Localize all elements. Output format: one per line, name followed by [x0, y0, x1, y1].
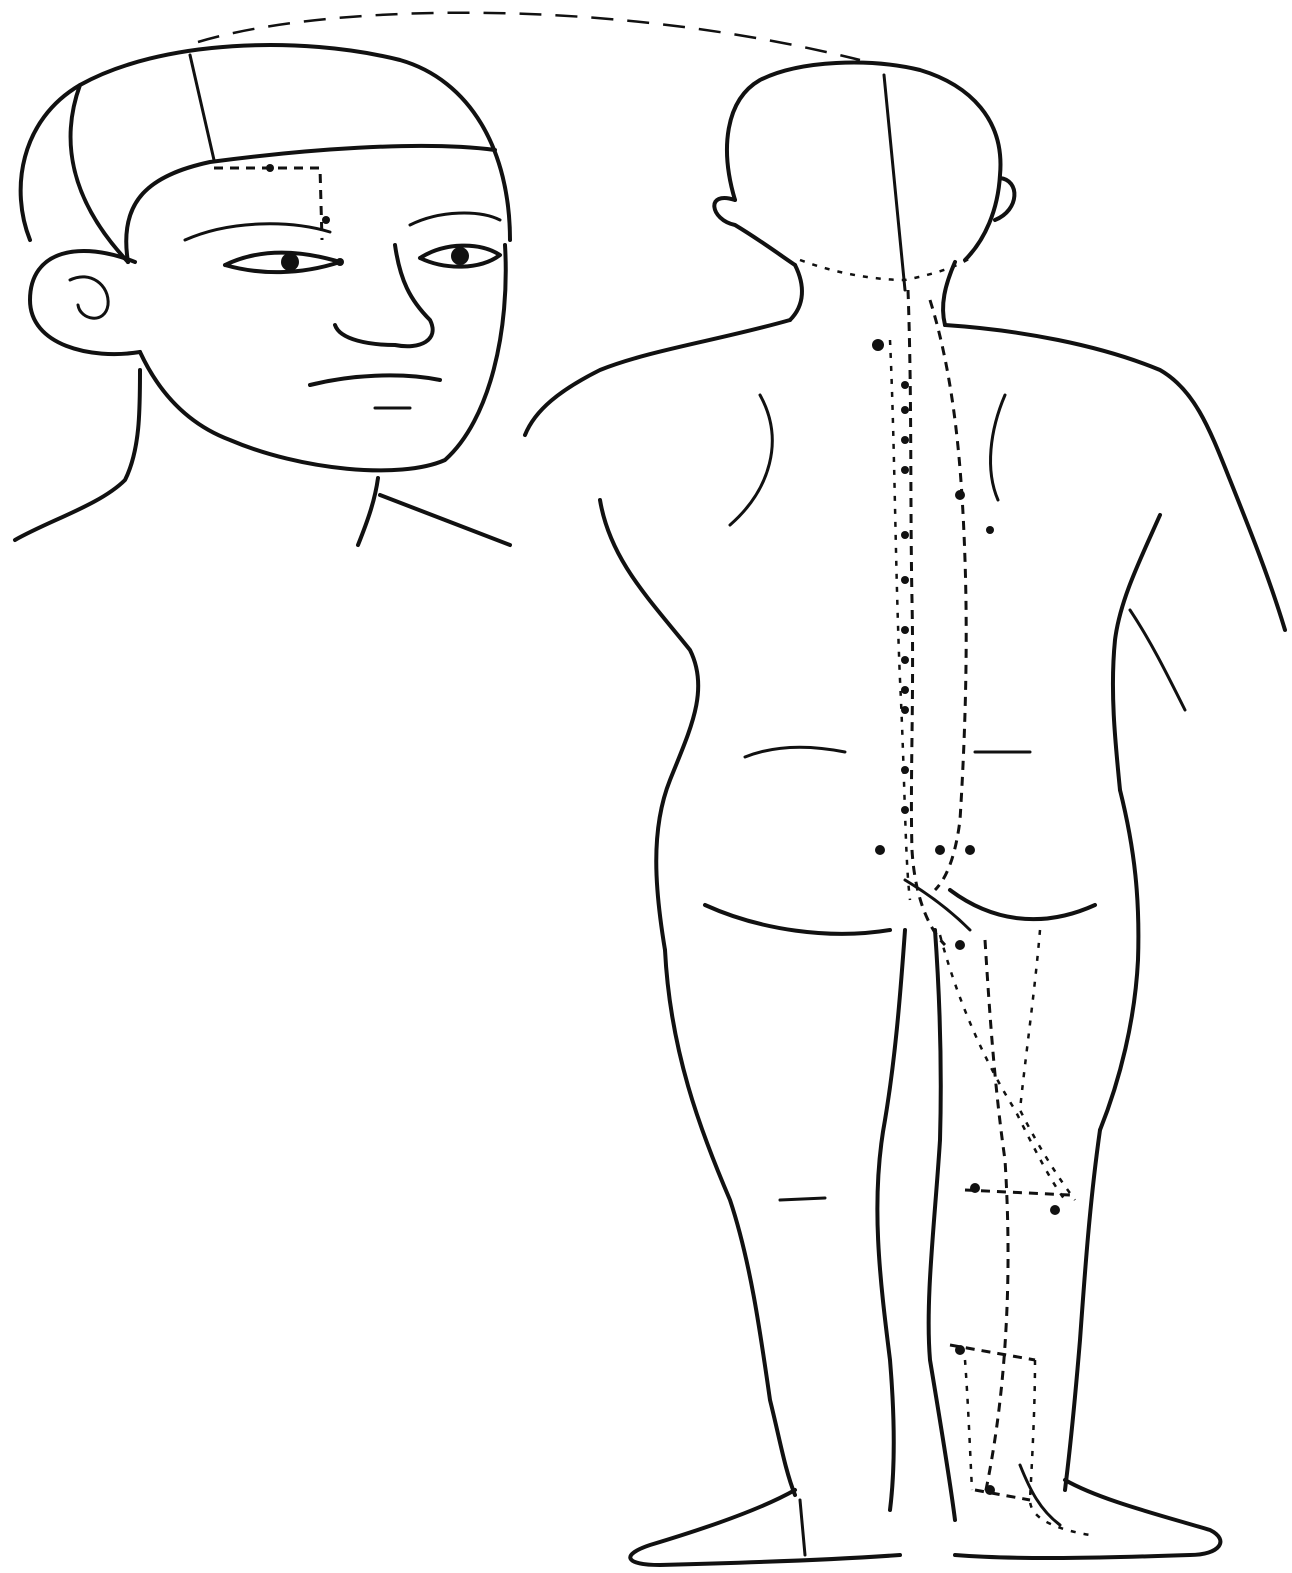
left-torso	[600, 500, 698, 950]
meridian-leg-2	[1020, 930, 1075, 1200]
nose	[335, 245, 433, 346]
left-leg	[665, 950, 795, 1495]
left-foot	[630, 1490, 900, 1565]
meridian-calf	[1030, 1360, 1090, 1535]
right-foot	[955, 1480, 1220, 1558]
hair-outline	[21, 45, 510, 240]
back-head	[727, 63, 1000, 260]
meridian-spine	[890, 340, 910, 900]
left-shoulder	[525, 320, 790, 435]
right-leg	[1065, 1130, 1100, 1490]
connector-line	[198, 13, 860, 60]
meridian-leg-3	[940, 935, 1065, 1200]
ear	[30, 251, 140, 354]
hairline	[126, 146, 495, 262]
right-shoulder	[945, 325, 1285, 630]
mouth	[310, 375, 440, 385]
acupoint-markers	[872, 339, 1060, 1495]
right-torso	[1100, 790, 1138, 1130]
meridian-leg-1	[985, 940, 1008, 1495]
body-back-view	[525, 63, 1285, 1565]
head-front-view	[15, 45, 510, 545]
face-outline	[140, 245, 506, 470]
meridian-back-outer	[930, 300, 966, 890]
